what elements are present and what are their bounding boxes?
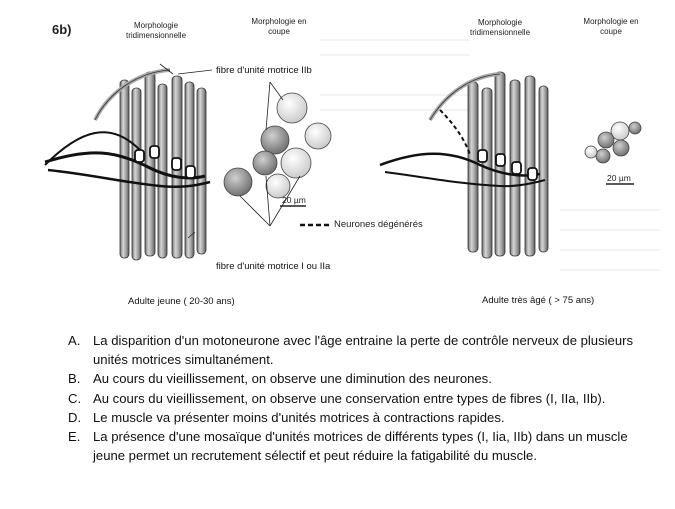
right-header-section: Morphologie en coupe [583,17,639,36]
left-label-fibre-iib: fibre d'unité motrice IIb [216,65,312,76]
legend-degenerated-neurons: Neurones dégénérés [334,219,423,230]
left-label-pointers [159,63,213,239]
right-header-3d: Morphologie tridimensionnelle [469,18,531,37]
question-letter: E. [68,429,81,445]
question-text: La disparition d'un motoneurone avec l'â… [93,333,634,368]
question-letter: C. [68,390,82,406]
background-page-bleed [320,39,660,271]
left-scale-label: 20 µm [282,195,306,205]
left-header-section: Morphologie en coupe [251,17,307,36]
left-nerve-endings [134,145,196,179]
left-label-fibre-i-iia: fibre d'unité motrice I ou IIa [216,261,331,272]
right-nerve-endings [477,149,538,181]
question-item-e: E. La présence d'une mosaïque d'unités m… [68,427,658,465]
question-text: La présence d'une mosaïque d'unités motr… [93,429,628,464]
left-panel-caption: Adulte jeune ( 20-30 ans) [128,296,235,307]
question-list: A. La disparition d'un motoneurone avec … [68,331,658,465]
question-letter: D. [68,409,82,425]
question-item-c: C. Au cours du vieillissement, on observ… [68,389,658,408]
motor-unit-diagram [44,39,660,271]
right-panel-caption: Adulte très âgé ( > 75 ans) [482,295,595,306]
question-letter: A. [68,333,81,348]
left-header-3d: Morphologie tridimensionnelle [125,21,187,40]
left-section-pointers [239,81,301,227]
right-cross-section [584,121,642,164]
question-item-a: A. La disparition d'un motoneurone avec … [68,331,658,369]
figure-6b: 6b) Morphologie tridimensionnelle Morpho… [44,17,660,307]
right-scale-label: 20 µm [607,173,631,183]
question-text: Le muscle va présenter moins d'unités mo… [93,409,505,425]
left-cross-section [223,92,332,199]
right-fiber-bundle [467,71,549,259]
question-text: Au cours du vieillissement, on observe u… [93,390,606,406]
question-item-b: B. Au cours du vieillissement, on observ… [68,369,658,388]
question-text: Au cours du vieillissement, on observe u… [93,371,492,387]
right-nerve-fibers [379,72,546,188]
left-nerve-fibers [44,68,211,189]
question-item-d: D. Le muscle va présenter moins d'unités… [68,408,658,427]
figure-part-label: 6b) [52,22,72,37]
question-letter: B. [68,371,81,387]
